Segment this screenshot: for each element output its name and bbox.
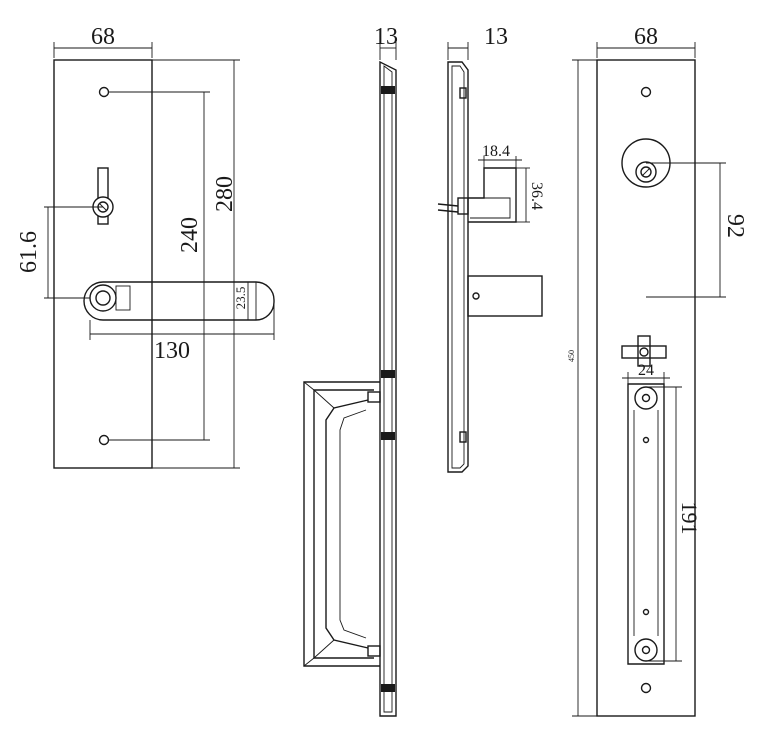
- front-width-label: 68: [91, 24, 115, 50]
- latch-height-label: 36.4: [528, 182, 545, 210]
- latch-bolt: [467, 275, 543, 317]
- handle-length-label: 130: [154, 338, 190, 364]
- dim-front-width: 68: [53, 24, 153, 58]
- side-view-pull-handle: 13: [303, 24, 398, 717]
- front-bottom-screw-hole: [98, 434, 110, 446]
- side-view-latch: 13 18.4 36.4: [437, 24, 545, 473]
- front-plate-outline: [53, 59, 153, 469]
- front-screw-spacing-label: 240: [177, 217, 203, 253]
- back-top-screw-hole: [640, 86, 652, 98]
- front-top-screw-hole: [98, 86, 110, 98]
- back-width-label: 68: [634, 24, 658, 50]
- key-cylinder: [621, 138, 671, 188]
- side-latch-plate-outline: [447, 61, 469, 473]
- side-plate-outline: [379, 60, 397, 717]
- dim-handle-length: 130: [89, 304, 275, 364]
- pull-handle-front: [627, 383, 665, 665]
- latch-bracket: [437, 167, 517, 223]
- dim-front-screw-spacing: 240: [108, 91, 210, 441]
- thumb-turn: [92, 167, 114, 225]
- back-plate-view: 68 92 24 191 450: [567, 24, 748, 717]
- pull-handle-width-label: 24: [638, 362, 654, 379]
- pull-handle-side: [303, 381, 381, 667]
- handle-diameter-label: 23.5: [233, 287, 248, 310]
- back-bottom-screw-hole: [640, 682, 652, 694]
- dim-front-center-offset: 61.6: [16, 206, 103, 299]
- side-thickness-handle-label: 13: [374, 24, 398, 50]
- front-plate-view: 68 61.6 240 280 23.5: [16, 24, 275, 469]
- back-thumb-turn: [621, 335, 667, 367]
- front-center-offset-label: 61.6: [16, 231, 42, 273]
- back-plate-outline: [596, 59, 696, 717]
- side-thickness-plate-label: 13: [484, 24, 508, 50]
- front-lever-handle: [83, 281, 275, 321]
- pull-handle-spacing-label: 191: [677, 502, 702, 535]
- front-plate-height-label: 280: [212, 176, 238, 212]
- cylinder-offset-label: 92: [722, 214, 748, 238]
- dim-front-plate-height: 280: [152, 59, 240, 469]
- back-plate-height-label: 450: [567, 350, 576, 362]
- dim-handle-diameter: 23.5: [233, 282, 249, 320]
- latch-width-label: 18.4: [482, 143, 510, 160]
